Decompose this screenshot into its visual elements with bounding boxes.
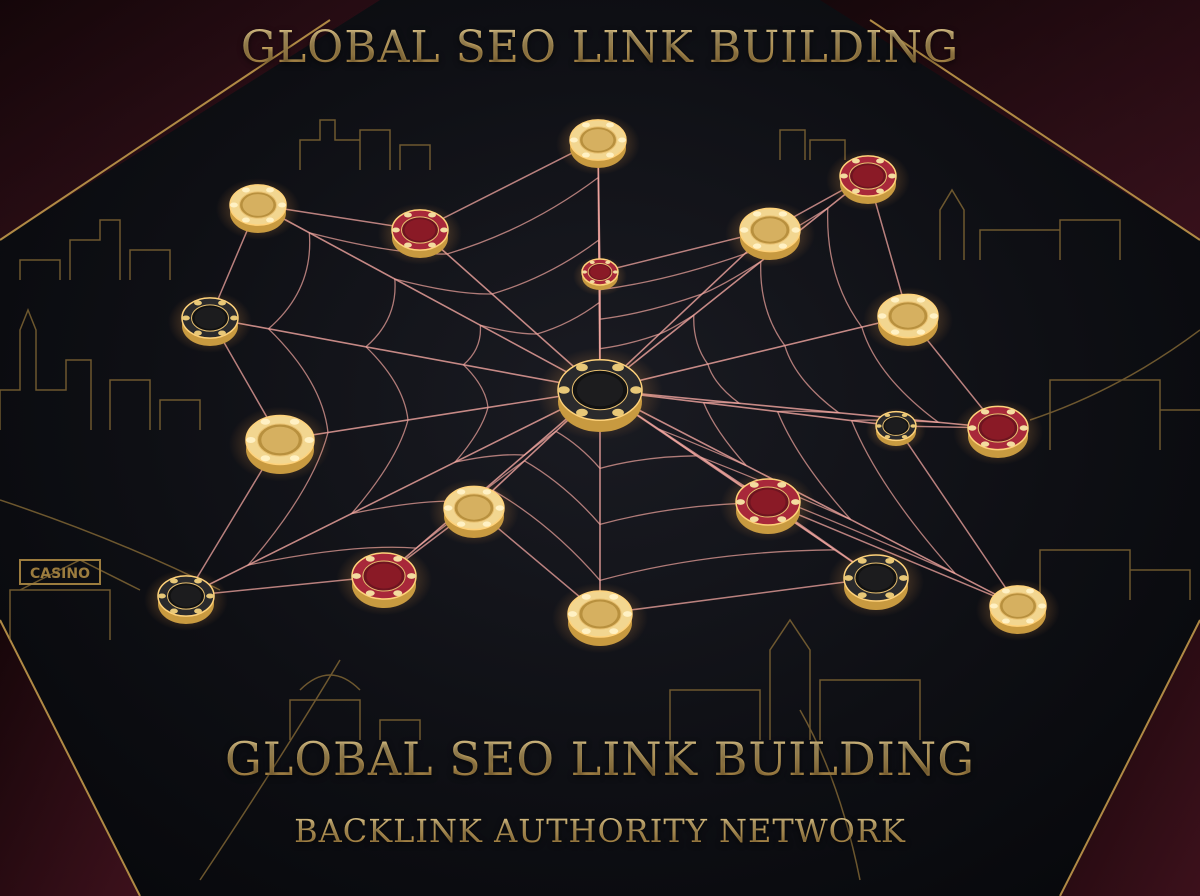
network-chip <box>229 406 331 482</box>
network-chip <box>144 569 228 631</box>
network-chip <box>720 470 816 542</box>
network-chip <box>552 582 648 654</box>
network-chip <box>866 408 926 452</box>
network-chip <box>556 113 640 175</box>
network-chip <box>828 546 924 618</box>
svg-text:CASINO: CASINO <box>30 566 90 582</box>
network-chip <box>216 178 300 240</box>
network-chip <box>725 201 815 267</box>
footer-title: GLOBAL SEO LINK BUILDING <box>0 732 1200 786</box>
network-chip <box>953 399 1043 465</box>
network-chip <box>826 149 910 211</box>
network-chips <box>144 113 1060 654</box>
header-title: GLOBAL SEO LINK BUILDING <box>0 22 1200 73</box>
footer-subtitle: BACKLINK AUTHORITY NETWORK <box>0 812 1200 850</box>
network-chip <box>168 291 252 353</box>
network-chip <box>378 203 462 265</box>
network-chip <box>573 256 627 296</box>
skyline-art <box>0 119 1200 881</box>
casino-sign: CASINO <box>19 559 101 585</box>
network-chip <box>336 544 432 616</box>
network-chip <box>429 479 519 545</box>
hub-chip <box>537 347 663 441</box>
network-chip <box>863 287 953 353</box>
network-chip <box>976 579 1060 641</box>
